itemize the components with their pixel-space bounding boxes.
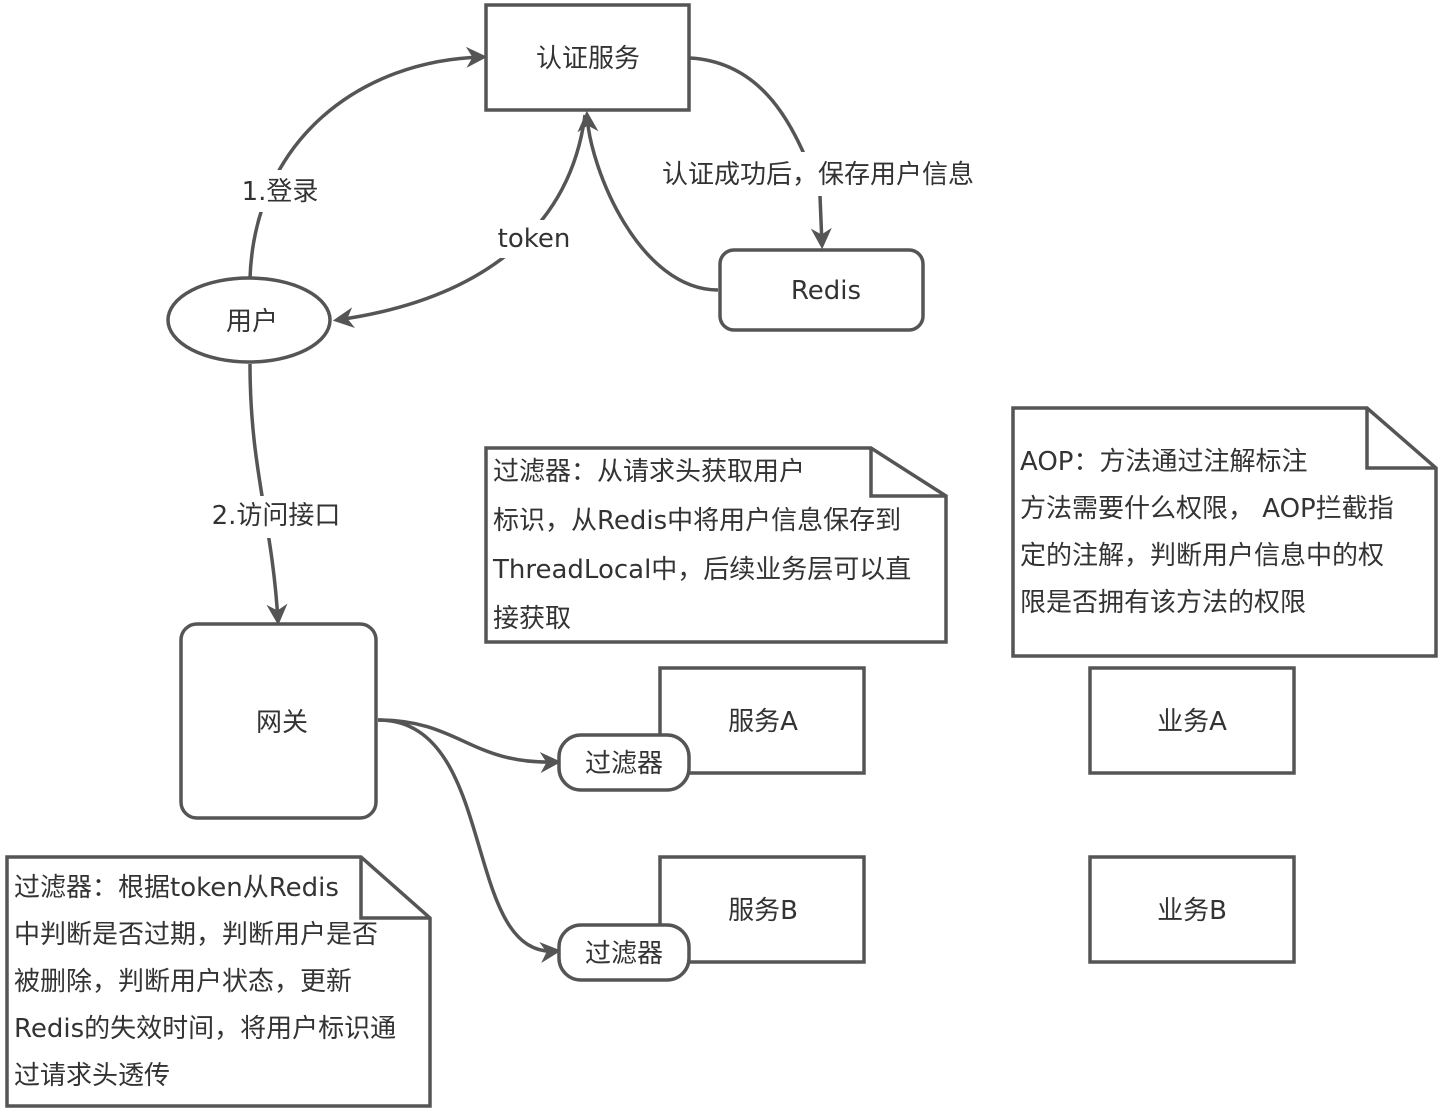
edge-login: [248, 46, 488, 279]
service-a-label: 服务A: [728, 707, 798, 737]
note-aop-line-4: 限是否拥有该方法的权限: [1020, 588, 1306, 618]
note-gateway-filter: 过滤器：根据token从Redis 中判断是否过期，判断用户是否 被删除，判断用…: [5, 855, 432, 1108]
note-gateway-filter-line-2: 中判断是否过期，判断用户是否: [14, 920, 378, 950]
note-service-filter-line-2: 标识，从Redis中将用户信息保存到: [493, 506, 901, 536]
node-filter-a: 过滤器: [557, 733, 691, 792]
note-service-filter-line-4: 接获取: [493, 604, 571, 634]
note-gateway-filter-line-5: 过请求头透传: [14, 1061, 170, 1091]
node-filter-b: 过滤器: [557, 923, 691, 982]
edge-redis-to-auth: [577, 110, 719, 292]
note-service-filter-line-3: ThreadLocal中，后续业务层可以直: [492, 555, 911, 585]
access-api-label: 2.访问接口: [212, 501, 341, 531]
save-user-info-label: 认证成功后，保存用户信息: [662, 160, 974, 190]
user-label: 用户: [226, 307, 278, 337]
edge-gateway-to-filter-b: [377, 718, 562, 963]
edge-labels: 1.登录 token 认证成功后，保存用户信息 2.访问接口: [212, 160, 974, 531]
note-service-filter: 过滤器：从请求头获取用户 标识，从Redis中将用户信息保存到 ThreadLo…: [484, 446, 948, 644]
edge-gateway-to-filter-a: [377, 718, 562, 774]
business-b-label: 业务B: [1157, 896, 1227, 926]
node-user: 用户: [166, 276, 332, 364]
node-service-a: 服务A: [658, 666, 866, 775]
note-aop-line-1: AOP：方法通过注解标注: [1020, 447, 1307, 477]
filter-a-label: 过滤器: [585, 749, 663, 779]
token-label: token: [498, 224, 571, 254]
auth-service-label: 认证服务: [536, 44, 640, 74]
node-service-b: 服务B: [658, 855, 866, 964]
note-gateway-filter-line-1: 过滤器：根据token从Redis: [14, 873, 339, 903]
node-business-b: 业务B: [1088, 855, 1296, 964]
node-redis: Redis: [718, 248, 925, 332]
note-service-filter-line-1: 过滤器：从请求头获取用户: [493, 457, 805, 487]
service-b-label: 服务B: [728, 896, 798, 926]
redis-label: Redis: [791, 276, 861, 306]
edges: [248, 46, 832, 963]
note-gateway-filter-line-4: Redis的失效时间，将用户标识通: [14, 1014, 396, 1044]
note-aop-line-2: 方法需要什么权限， AOP拦截指: [1020, 494, 1394, 524]
login-label: 1.登录: [242, 177, 319, 207]
node-auth-service: 认证服务: [484, 3, 691, 112]
edge-token: [332, 114, 587, 329]
filter-b-label: 过滤器: [585, 939, 663, 969]
note-aop: AOP：方法通过注解标注 方法需要什么权限， AOP拦截指 定的注解，判断用户信…: [1011, 406, 1438, 658]
gateway-label: 网关: [256, 708, 308, 738]
edge-access-api: [248, 363, 288, 626]
business-a-label: 业务A: [1157, 707, 1227, 737]
node-business-a: 业务A: [1088, 666, 1296, 775]
note-gateway-filter-line-3: 被删除，判断用户状态，更新: [14, 967, 352, 997]
note-aop-line-3: 定的注解，判断用户信息中的权: [1020, 541, 1384, 571]
node-gateway: 网关: [179, 622, 378, 820]
edge-save-user-info: [689, 56, 832, 250]
